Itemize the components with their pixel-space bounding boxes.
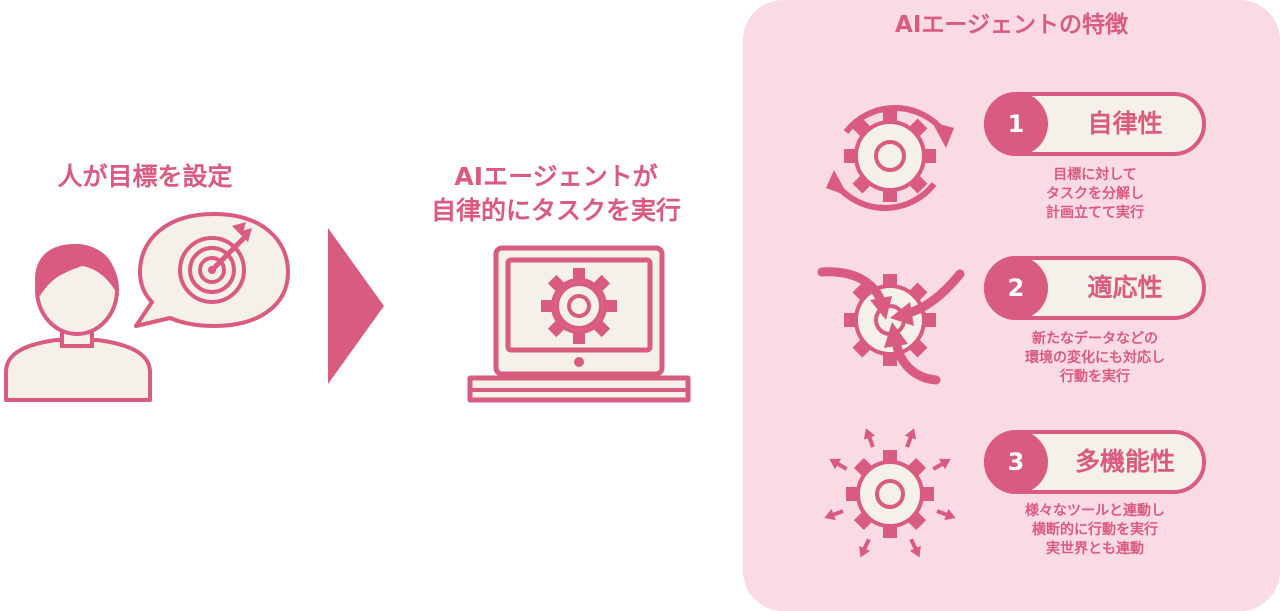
feature-3-label: 多機能性	[1074, 447, 1175, 476]
feature-3-description: 様々なツールと連動し 横断的に行動を実行 実世界とも連動	[1025, 503, 1165, 557]
gear-cycle-icon	[826, 104, 954, 212]
feature-3-pill: 3 多機能性	[984, 430, 1206, 494]
middle-title-line2: 自律的にタスクを実行	[430, 196, 681, 225]
person-icon	[4, 244, 152, 402]
feature-2-description: 新たなデータなどの 環境の変化にも対応し 行動を実行	[1025, 331, 1165, 385]
feature-3-number: 3	[984, 430, 1048, 494]
target-icon	[178, 222, 252, 304]
arrow-right-icon	[328, 228, 384, 384]
feature-1-number: 1	[984, 92, 1048, 156]
left-title: 人が目標を設定	[57, 162, 233, 191]
feature-1-label: 自律性	[1087, 109, 1163, 138]
feature-1-pill: 1 自律性	[984, 92, 1206, 156]
gear-icon	[541, 268, 617, 344]
feature-1-description: 目標に対して タスクを分解し 計画立てて実行	[1046, 167, 1144, 221]
gear-adapt-icon	[817, 267, 965, 385]
gear-multi-icon	[824, 428, 956, 558]
feature-2-number: 2	[984, 256, 1048, 320]
person-target-icon	[4, 212, 290, 402]
middle-title-line1: AIエージェントが	[454, 162, 658, 191]
laptop-icon	[467, 245, 691, 403]
feature-2-label: 適応性	[1087, 273, 1163, 302]
panel-title: AIエージェントの特徴	[895, 12, 1128, 38]
feature-2-pill: 2 適応性	[984, 256, 1206, 320]
